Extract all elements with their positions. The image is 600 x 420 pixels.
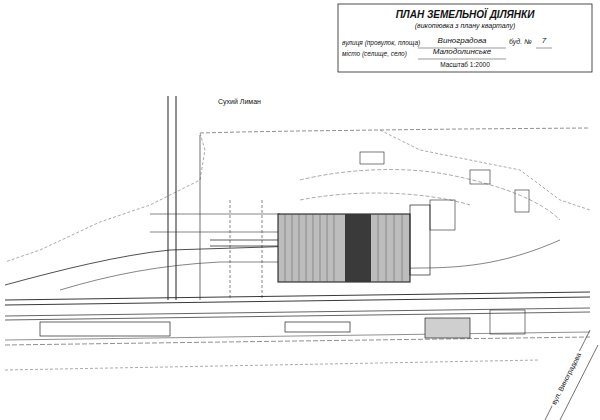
subtitle: (викопіювка з плану кварталу) (415, 22, 516, 30)
street-name: Виноградова (438, 37, 487, 46)
street-label: вул. Виноградова (549, 350, 584, 408)
field-caption: буд. № (509, 38, 532, 46)
field-caption: вулиця (провулок, площа) (342, 39, 420, 46)
scale-note: Масштаб 1:2000 (440, 61, 490, 68)
house-number: 7 (542, 37, 546, 46)
plan-title: ПЛАН ЗЕМЕЛЬНОЇ ДІЛЯНКИ (396, 9, 535, 20)
settlement-name: Малодолинське (433, 48, 492, 57)
place-name: Сухий Лиман (216, 98, 263, 106)
field-caption: місто (селище, село) (342, 50, 407, 57)
